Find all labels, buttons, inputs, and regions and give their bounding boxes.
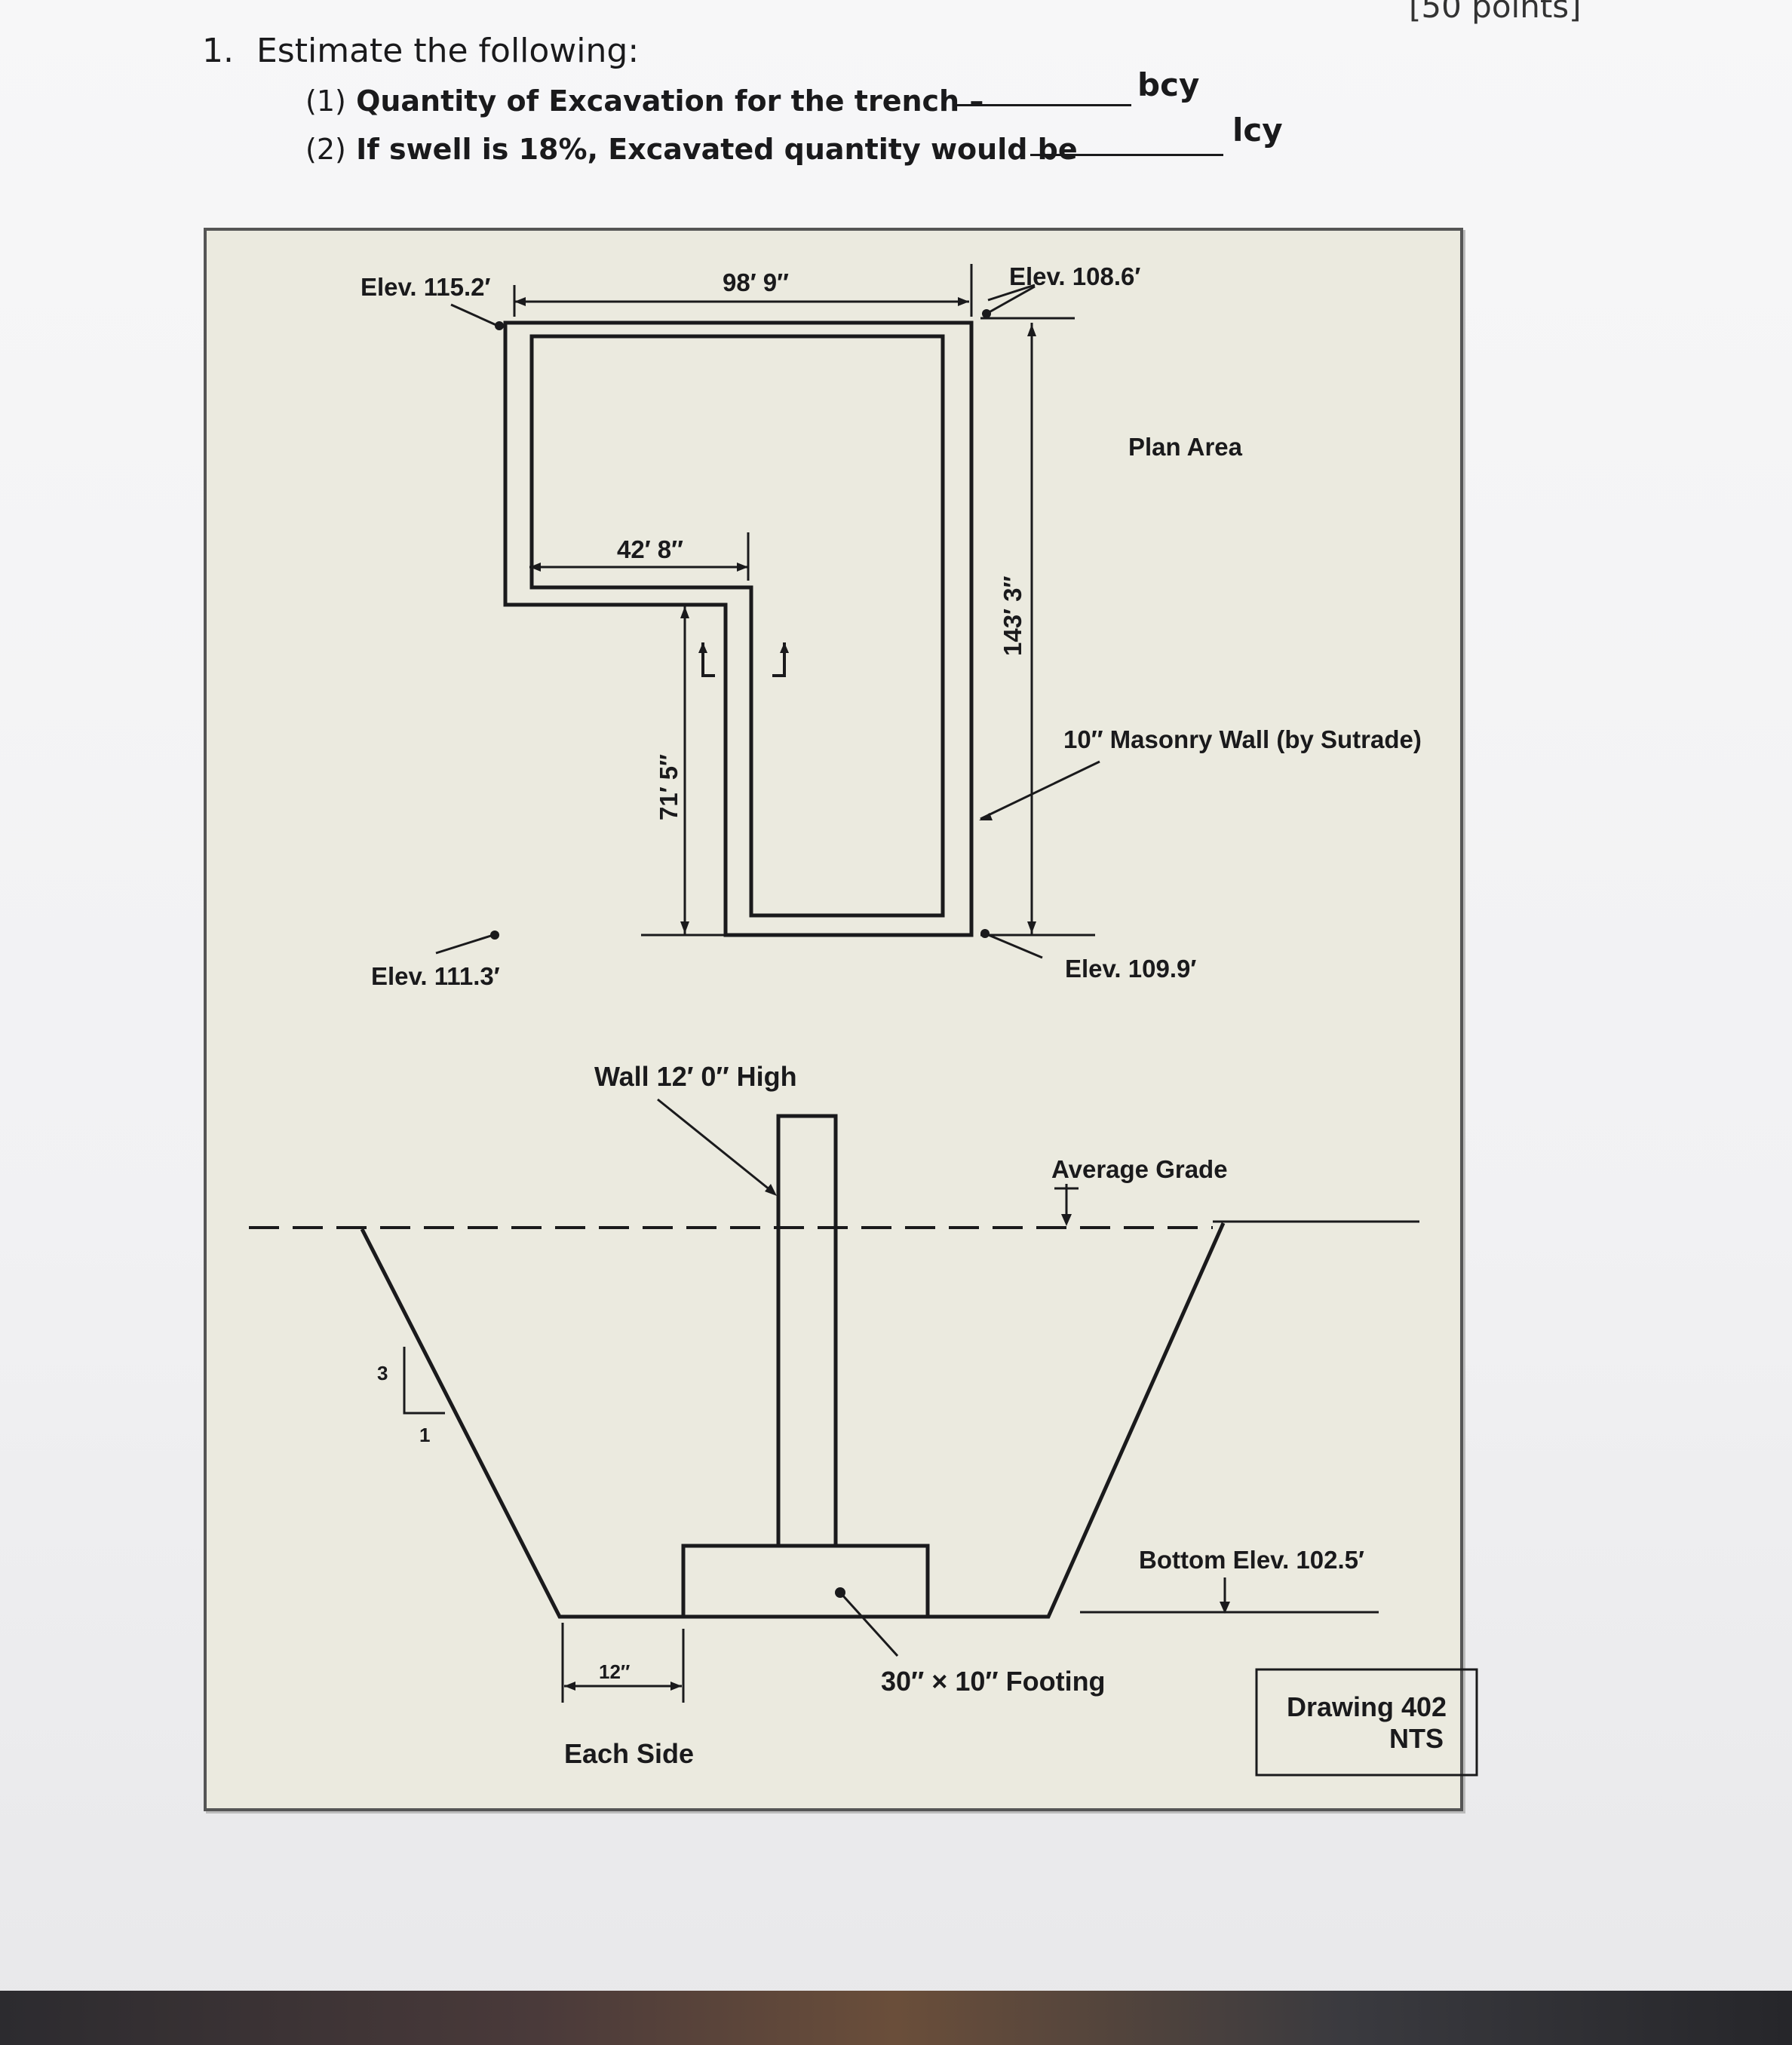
dim-mid: 42′ 8″: [617, 535, 683, 563]
question-number: 1.: [202, 32, 234, 70]
points-label: [50 points]: [1409, 0, 1582, 25]
plan-area-label: Plan Area: [1128, 433, 1243, 461]
average-grade-label: Average Grade: [1051, 1155, 1228, 1183]
plan-outer-outline: [503, 320, 974, 937]
slope-indicator: [403, 1347, 445, 1415]
elev-top-left: Elev. 115.2′: [361, 273, 491, 301]
elev-left: Elev. 111.3′: [371, 962, 500, 990]
elev-top-right: Elev. 108.6′: [1009, 262, 1140, 290]
answer-blank-1[interactable]: [956, 104, 1131, 106]
each-side-label: Each Side: [564, 1738, 694, 1769]
footing-section: [681, 1544, 930, 1619]
title-block: [1255, 1668, 1478, 1777]
question-title: Estimate the following:: [256, 32, 640, 70]
plan-inner-outline: [529, 334, 945, 918]
item-2-unit: lcy: [1232, 112, 1283, 149]
item-1: (1) Quantity of Excavation for the trenc…: [305, 84, 983, 118]
clearance-label: 12″: [599, 1660, 630, 1683]
answer-blank-2[interactable]: [1030, 154, 1223, 156]
wall-section: [776, 1114, 838, 1548]
trench-profile: [360, 1222, 1226, 1619]
dim-leg: 71′ 5″: [655, 754, 683, 820]
item-2-number: (2): [305, 133, 346, 166]
wall-note: 10″ Masonry Wall (by Sutrade): [1063, 725, 1422, 753]
dim-top: 98′ 9″: [723, 268, 789, 296]
wall-height-label: Wall 12′ 0″ High: [594, 1061, 797, 1092]
slope-run-label: 1: [419, 1424, 430, 1446]
drawing-number: Drawing 402: [1287, 1691, 1447, 1722]
dim-right: 143′ 3″: [999, 576, 1026, 656]
item-2-text: If swell is 18%, Excavated quantity woul…: [356, 133, 1078, 166]
item-2: (2) If swell is 18%, Excavated quantity …: [305, 133, 1078, 166]
slope-rise-label: 3: [377, 1362, 388, 1384]
desk-background: [0, 1991, 1792, 2045]
item-1-text: Quantity of Excavation for the trench –: [356, 84, 984, 118]
item-1-number: (1): [305, 84, 346, 118]
bottom-elev-label: Bottom Elev. 102.5′: [1139, 1546, 1364, 1574]
drawing-scale: NTS: [1389, 1723, 1444, 1754]
footing-label: 30″ × 10″ Footing: [881, 1666, 1106, 1697]
item-1-unit: bcy: [1137, 66, 1200, 103]
section-cut-marker-right: [772, 642, 786, 677]
section-cut-marker-left: [701, 642, 715, 677]
elev-bottom-right: Elev. 109.9′: [1065, 955, 1196, 983]
